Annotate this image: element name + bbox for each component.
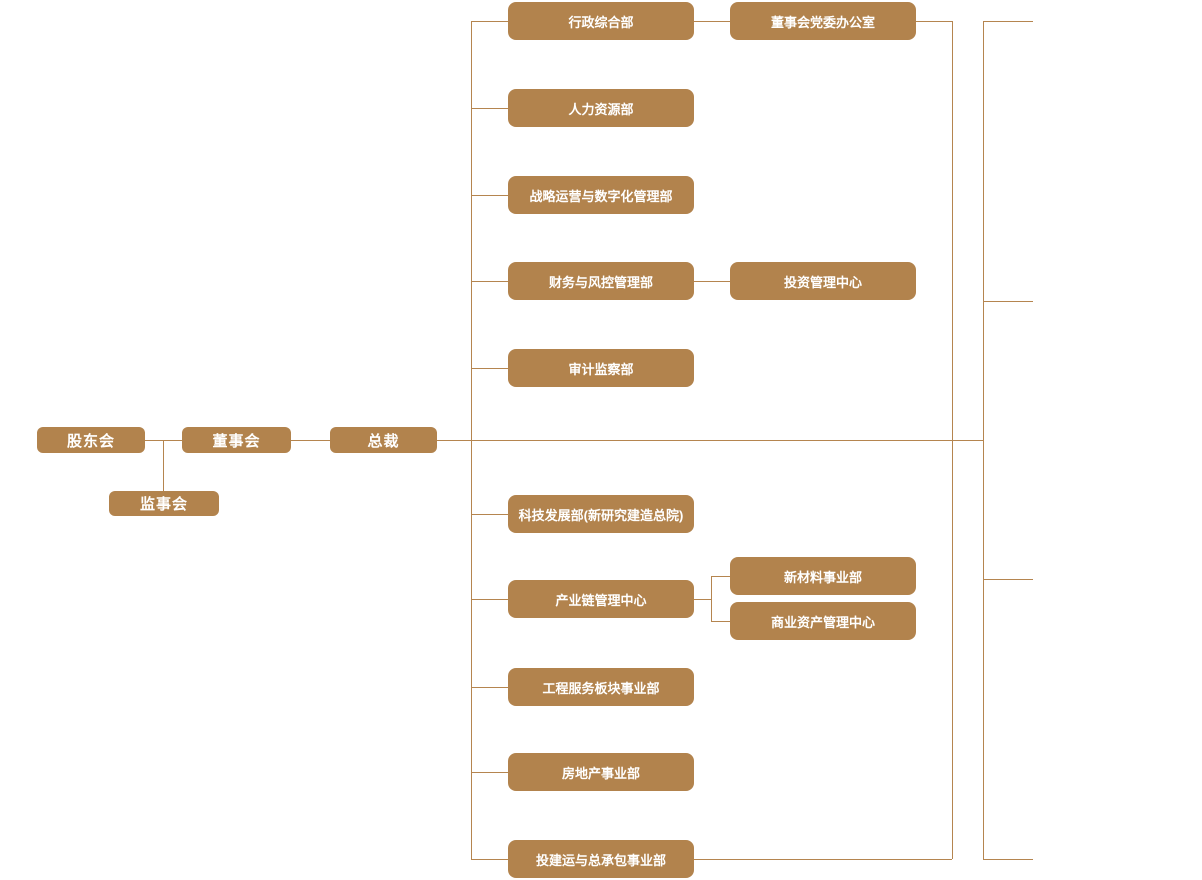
- node-tech-development-dept: 科技发展部(新研究建造总院): [508, 495, 694, 533]
- node-audit-supervision-dept: 审计监察部: [508, 349, 694, 387]
- node-commercial-asset-mgmt-center: 商业资产管理中心: [730, 602, 916, 640]
- node-investment-construction-epc-division: 投建运与总承包事业部: [508, 840, 694, 878]
- node-finance-risk-mgmt-dept: 财务与风控管理部: [508, 262, 694, 300]
- node-board-of-directors: 董事会: [182, 427, 291, 453]
- node-board-party-committee-office: 董事会党委办公室: [730, 2, 916, 40]
- node-engineering-services-division: 工程服务板块事业部: [508, 668, 694, 706]
- node-supervisory-board: 监事会: [109, 491, 219, 516]
- node-new-materials-division: 新材料事业部: [730, 557, 916, 595]
- node-real-estate-division: 房地产事业部: [508, 753, 694, 791]
- node-industry-chain-mgmt-center: 产业链管理中心: [508, 580, 694, 618]
- node-investment-mgmt-center: 投资管理中心: [730, 262, 916, 300]
- node-strategy-digital-mgmt-dept: 战略运营与数字化管理部: [508, 176, 694, 214]
- node-admin-general-dept: 行政综合部: [508, 2, 694, 40]
- node-president: 总裁: [330, 427, 437, 453]
- node-shareholders-meeting: 股东会: [37, 427, 145, 453]
- node-human-resources-dept: 人力资源部: [508, 89, 694, 127]
